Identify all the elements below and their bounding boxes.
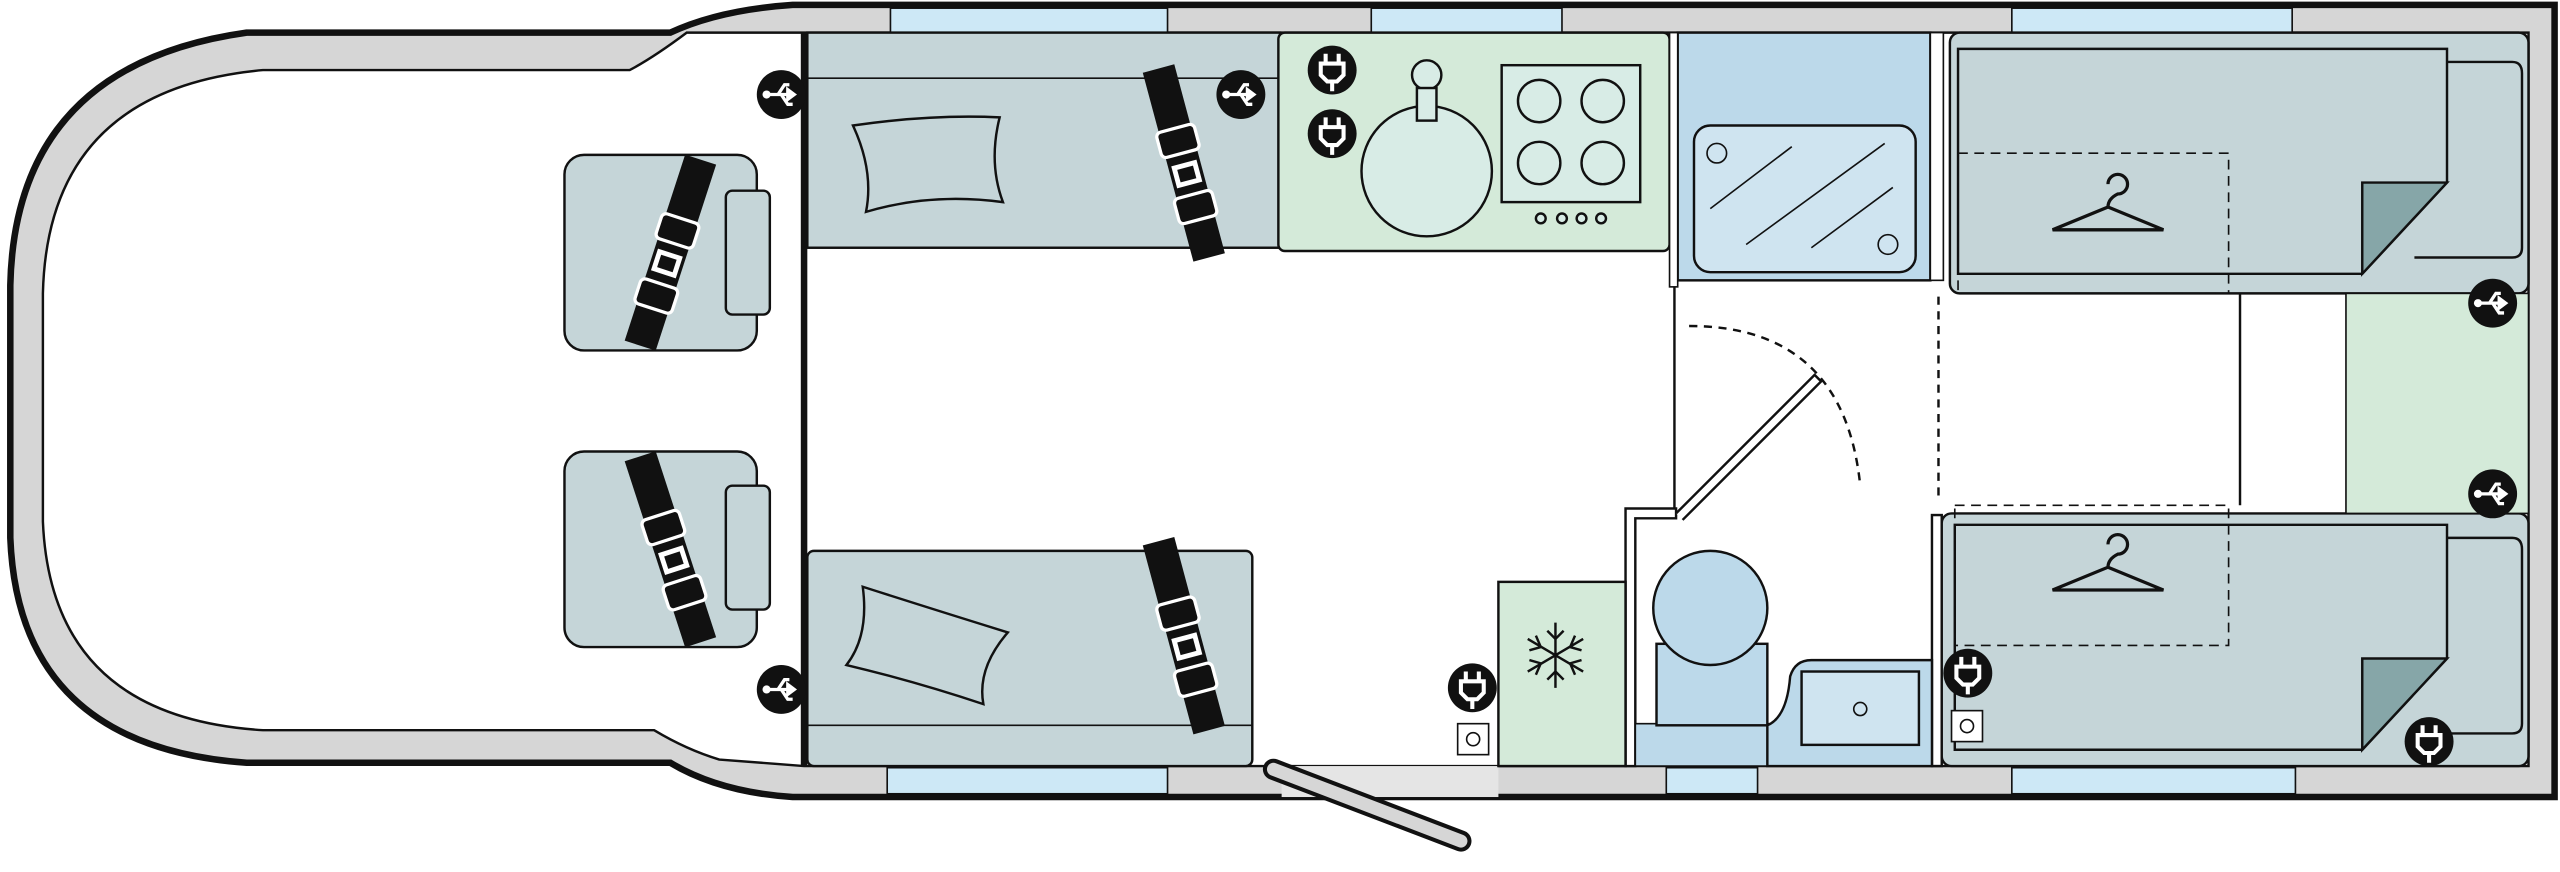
cab-seat-driver — [563, 151, 772, 354]
lounge-bench-bottom — [806, 534, 1254, 768]
tv-aerial-socket-icon — [1456, 722, 1490, 756]
usb-socket-icon — [2466, 277, 2519, 330]
mains-socket-icon — [1308, 109, 1357, 158]
toilet — [1652, 549, 1769, 667]
usb-socket-icon — [2466, 467, 2519, 520]
basin — [1800, 670, 1921, 747]
bed-top — [1948, 31, 2530, 295]
mains-socket-icon — [1308, 46, 1357, 95]
usb-socket-icon — [755, 68, 808, 121]
sink — [1360, 104, 1494, 238]
fridge — [1497, 580, 1627, 768]
bed-bottom — [1940, 504, 2530, 768]
mains-socket-icon — [1943, 649, 1992, 698]
entrance-door[interactable] — [1266, 762, 1468, 848]
usb-socket-icon — [755, 663, 808, 716]
usb-socket-icon — [1214, 68, 1267, 121]
tap — [1410, 59, 1443, 91]
sockets — [755, 68, 2519, 766]
washroom-walls — [1624, 286, 1943, 768]
mains-socket-icon — [2405, 717, 2454, 766]
windows — [886, 7, 2297, 795]
pillow-icon — [851, 115, 1005, 214]
pillow-icon — [844, 585, 1010, 706]
tv-aerial-socket-icon — [1950, 709, 1984, 743]
kitchen-unit — [1277, 31, 1671, 253]
shower — [1668, 31, 1945, 288]
washroom-door[interactable] — [1675, 373, 1823, 521]
washroom — [1634, 549, 1934, 768]
lounge-bench-top — [806, 31, 1282, 265]
hob — [1500, 63, 1642, 225]
cab-seat-passenger — [563, 448, 772, 650]
mains-socket-icon — [1448, 663, 1497, 712]
snowflake-icon — [1527, 622, 1584, 688]
